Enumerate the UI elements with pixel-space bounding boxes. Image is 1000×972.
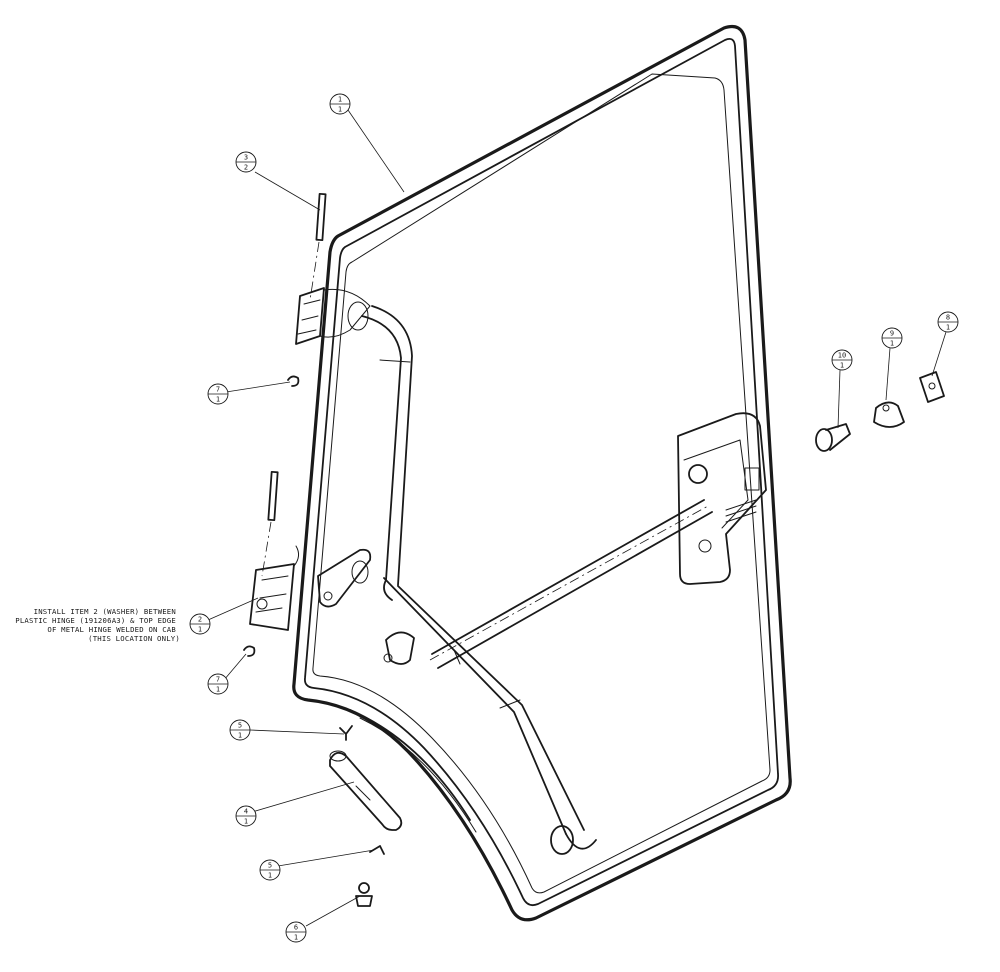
door-frame [292, 24, 792, 922]
install-note-line: (THIS LOCATION ONLY) [88, 634, 180, 643]
install-note-line: OF METAL HINGE WELDED ON CAB [47, 625, 176, 634]
balloon-quantity: 1 [198, 626, 202, 634]
item-balloon: 71 [207, 673, 229, 695]
item-balloon: 51 [229, 719, 251, 741]
item-balloon: 71 [207, 383, 229, 405]
balloon-quantity: 1 [294, 934, 298, 942]
balloon-quantity: 1 [216, 396, 220, 404]
lower-hinge [249, 545, 415, 665]
item-balloon: 11 [329, 93, 351, 115]
balloon-item-number: 10 [838, 352, 846, 360]
door-handle-tube [361, 305, 713, 855]
leader-lines [207, 109, 947, 927]
item-balloon: 61 [285, 921, 307, 943]
install-note: INSTALL ITEM 2 (WASHER) BETWEEN PLASTIC … [15, 601, 180, 643]
balloon-item-number: 7 [216, 676, 220, 684]
item-balloon: 32 [235, 151, 257, 173]
upper-hinge [295, 287, 371, 345]
balloon-item-number: 1 [338, 96, 342, 104]
balloon-quantity: 1 [238, 732, 242, 740]
latch-housing [677, 412, 767, 585]
balloon-quantity: 1 [268, 872, 272, 880]
balloon-quantity: 2 [244, 164, 248, 172]
install-note-line: INSTALL ITEM 2 (WASHER) BETWEEN [34, 607, 176, 616]
balloon-item-number: 4 [244, 808, 248, 816]
ball-stud [355, 882, 373, 907]
latch-pin [815, 423, 851, 452]
hinge-pin-lower [261, 470, 279, 577]
item-balloon: 91 [881, 327, 903, 349]
balloon-item-number: 5 [268, 862, 272, 870]
balloon-item-number: 3 [244, 154, 248, 162]
item-balloon: 101 [831, 349, 853, 371]
latch-spacer [873, 401, 905, 428]
balloon-quantity: 1 [890, 340, 894, 348]
retaining-clip-lower [243, 645, 256, 657]
balloon-item-number: 7 [216, 386, 220, 394]
hinge-pin-upper [309, 192, 327, 301]
item-balloon: 21 [189, 613, 211, 635]
item-balloon: 81 [937, 311, 959, 333]
balloon-item-number: 2 [198, 616, 202, 624]
item-balloon: 41 [235, 805, 257, 827]
item-balloon: 51 [259, 859, 281, 881]
balloon-item-number: 9 [890, 330, 894, 338]
balloon-quantity: 1 [338, 106, 342, 114]
balloon-item-number: 6 [294, 924, 298, 932]
balloon-item-number: 8 [946, 314, 950, 322]
balloon-quantity: 1 [244, 818, 248, 826]
gas-strut [329, 750, 403, 831]
balloon-item-number: 5 [238, 722, 242, 730]
balloon-quantity: 1 [216, 686, 220, 694]
latch-nut [919, 371, 945, 403]
retaining-clip-upper [287, 375, 300, 387]
gas-strut-bracket [339, 725, 353, 741]
install-note-line: PLASTIC HINGE (191206A3) & TOP EDGE [15, 616, 176, 625]
balloon-quantity: 1 [946, 324, 950, 332]
balloon-quantity: 1 [840, 362, 844, 370]
